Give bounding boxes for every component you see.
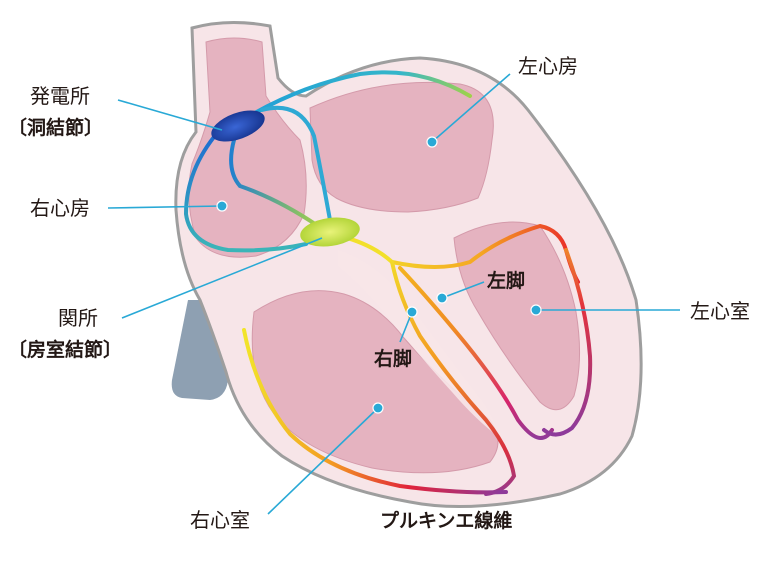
label-sa-node-line1: 発電所 — [30, 84, 90, 108]
label-sa-node-line2: 〔洞結節〕 — [8, 116, 103, 139]
label-av-node-line2: 〔房室結節〕 — [8, 338, 122, 361]
label-purkinje: プルキンエ線維 — [380, 509, 512, 532]
posterior-internodal-tract — [183, 130, 308, 253]
dot-right-atrium — [216, 200, 228, 212]
label-right-bundle: 右脚 — [373, 347, 412, 370]
dot-left-atrium — [426, 136, 438, 148]
dot-left-ventricle — [530, 304, 542, 316]
label-right-atrium: 右心房 — [30, 196, 90, 220]
sa-node — [211, 110, 265, 142]
dot-right-ventricle — [372, 402, 384, 414]
purkinje-right-outer — [242, 328, 508, 495]
bachmann-bundle — [244, 70, 472, 120]
av-node — [300, 217, 360, 247]
leader-av-node — [121, 237, 323, 319]
internodal-tract — [229, 138, 320, 228]
leader-right-atrium — [107, 205, 223, 209]
leader-right-ventricle — [267, 407, 379, 515]
leader-left-atrium — [431, 73, 511, 143]
left-atrium-chamber — [309, 81, 494, 213]
purkinje-left-inner — [398, 266, 554, 440]
dot-right-bundle — [406, 306, 418, 318]
label-left-bundle: 左脚 — [487, 269, 525, 292]
label-left-atrium: 左心房 — [518, 54, 578, 78]
leader-sa-node — [117, 99, 223, 131]
leader-left-bundle — [441, 281, 485, 299]
label-av-node-line1: 関所 — [58, 306, 98, 330]
anterior-internodal-tract — [260, 105, 332, 222]
label-right-ventricle: 右心室 — [190, 508, 250, 532]
label-left-ventricle: 左心室 — [690, 299, 750, 323]
dot-left-bundle — [436, 292, 448, 304]
purkinje-left-outer — [542, 248, 593, 437]
